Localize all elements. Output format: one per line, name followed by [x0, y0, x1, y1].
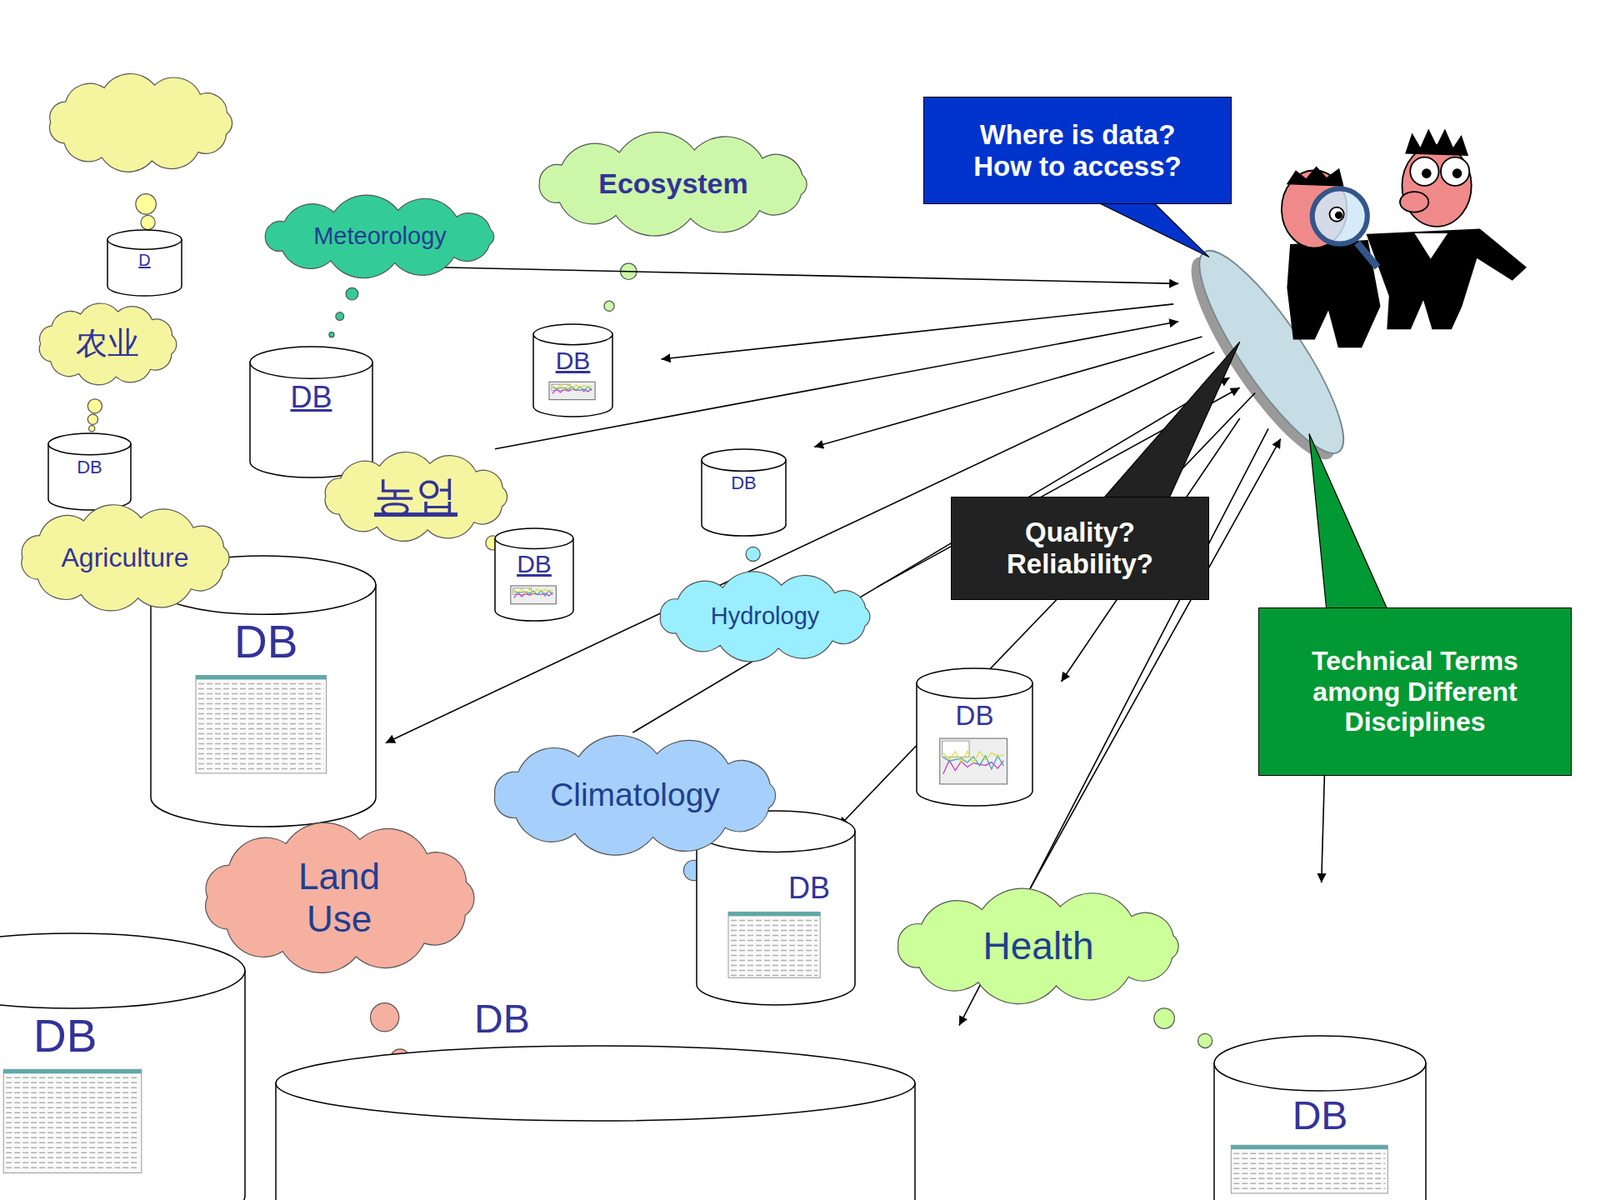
node-label: Where is data? How to access? — [960, 119, 1195, 183]
table-thumbnail — [1230, 1145, 1388, 1194]
node-label: DB — [234, 615, 298, 669]
database-cylinder: DB — [495, 528, 574, 621]
chart-thumbnail — [510, 585, 557, 605]
table-thumbnail — [3, 1069, 142, 1173]
node-label: Meteorology — [313, 222, 447, 250]
topic-cloud: 农业 — [25, 295, 190, 393]
node-label: DB — [1292, 1092, 1349, 1139]
node-label: DB — [730, 472, 757, 494]
node-label: Hydrology — [710, 602, 820, 630]
database-cylinder: DB — [533, 324, 613, 417]
node-label: DB — [474, 995, 530, 1042]
node-label: 农业 — [75, 325, 140, 363]
node-label: DB — [788, 870, 830, 905]
node-label: Climatology — [550, 776, 720, 815]
node-label: Agriculture — [61, 542, 190, 574]
detective-figures — [1281, 130, 1526, 348]
database-cylinder: D — [107, 230, 182, 296]
cylinder-outline — [696, 810, 855, 1005]
access-arrows — [385, 267, 1325, 1026]
topic-cloud: Health — [867, 887, 1210, 1005]
node-label: Health — [983, 924, 1095, 969]
topic-cloud: Meteorology — [240, 197, 520, 276]
node-label: D — [138, 250, 150, 270]
database-cylinder: DB — [701, 449, 786, 536]
node-label: DB — [33, 1010, 97, 1063]
topic-cloud: Ecosystem — [510, 133, 837, 235]
node-label: Technical Terms among Different Discipli… — [1290, 645, 1540, 738]
node-label: DB — [76, 456, 103, 478]
database-cylinder: DB — [696, 810, 855, 1005]
topic-cloud: Hydrology — [637, 570, 893, 664]
node-label: Ecosystem — [598, 167, 749, 200]
node-label: DB — [516, 550, 552, 580]
table-thumbnail — [195, 675, 327, 773]
node-label: DB — [290, 380, 332, 415]
database-cylinder: DB — [916, 668, 1033, 806]
database-cylinder: DB — [48, 433, 131, 510]
node-label: Land Use — [280, 855, 398, 940]
cylinder-outline — [275, 1045, 915, 1200]
callout-box: Technical Terms among Different Discipli… — [1258, 607, 1572, 776]
node-label: DB — [955, 700, 995, 732]
topic-cloud: Climatology — [464, 733, 806, 858]
topic-cloud: 농업 — [305, 447, 526, 546]
callout-box: Where is data? How to access? — [923, 96, 1232, 205]
table-thumbnail — [728, 911, 820, 978]
topic-cloud: Agriculture — [0, 498, 250, 618]
callout-box: Quality? Reliability? — [950, 496, 1210, 600]
database-cylinder: DB — [1214, 1035, 1426, 1200]
thought-bubbles — [87, 194, 1242, 1095]
chart-thumbnail — [549, 381, 595, 400]
cloud-outline — [30, 66, 250, 180]
database-cylinder: DB — [0, 933, 245, 1200]
node-label: Quality? Reliability? — [975, 516, 1185, 580]
empty-thought-cloud — [30, 66, 250, 180]
topic-cloud: Land Use — [178, 810, 500, 985]
cylinder-outline — [916, 668, 1033, 806]
cylinder-outline — [0, 933, 245, 1200]
chart-thumbnail — [940, 738, 1008, 785]
database-cylinder: DB — [275, 1045, 915, 1200]
node-label: 농업 — [374, 472, 458, 521]
node-label: DB — [555, 346, 591, 376]
database-cylinder: DB — [250, 346, 373, 478]
